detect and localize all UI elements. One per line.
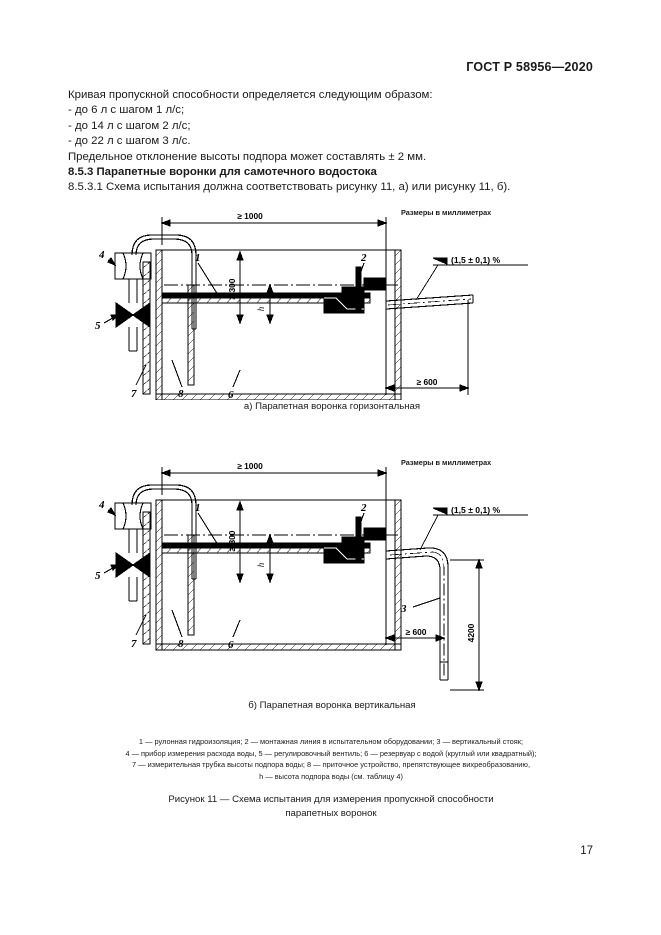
body-line-3: - до 22 л с шагом 3 л/с.: [68, 135, 191, 148]
figure-a-horizontal: Размеры в миллиметрах: [68, 205, 596, 420]
body-line-4: Предельное отклонение высоты подпора мож…: [68, 150, 427, 163]
figure-legend: 1 — рулонная гидроизоляция; 2 — монтажна…: [55, 736, 607, 782]
page-number: 17: [580, 845, 593, 857]
dim-outlet-b: ≥ 600: [406, 627, 427, 637]
callout-5-a: 5: [95, 320, 101, 332]
body-line-2: - до 14 л с шагом 2 л/с;: [68, 119, 191, 132]
callout-6-a: 6: [228, 389, 234, 400]
dim-riser-b: 4200: [466, 623, 476, 642]
section-heading-8-5-3: 8.5.3 Парапетные воронки для самотечного…: [68, 166, 377, 179]
figure-b-caption: б) Парапетная воронка вертикальная: [248, 700, 416, 711]
callout-6-b: 6: [228, 639, 234, 651]
callout-5-b: 5: [95, 570, 101, 582]
figure-title: Рисунок 11 — Схема испытания для измерен…: [55, 793, 607, 820]
body-text-block: Кривая пропускной способности определяет…: [68, 88, 598, 196]
slope-label-a: (1,5 ± 0,1) %: [451, 255, 500, 265]
body-line-1: - до 6 л с шагом 1 л/с;: [68, 104, 185, 117]
slope-label-b: (1,5 ± 0,1) %: [451, 505, 500, 515]
figure-a-drawing: ≥ 1000 ≥ 300 h ≥ 600 (1,5 ± 0,1) % 1 2 4…: [95, 211, 528, 400]
figure-b-vertical: Размеры в миллиметрах: [68, 455, 596, 715]
callout-7-b: 7: [131, 638, 137, 650]
figure-a-units-note: Размеры в миллиметрах: [401, 208, 492, 217]
legend-line-2: 4 — прибор измерения расхода воды, 5 — р…: [125, 748, 537, 758]
callout-8-b: 8: [178, 638, 184, 650]
standard-header: ГОСТ Р 58956—2020: [466, 60, 593, 74]
callout-1-a: 1: [195, 252, 201, 264]
figure-b-units-note: Размеры в миллиметрах: [401, 458, 492, 467]
dim-length-b: ≥ 1000: [237, 461, 263, 471]
callout-2-b: 2: [360, 502, 367, 514]
callout-1-b: 1: [195, 502, 201, 514]
figure-b-drawing: ≥ 1000 ≥ 300 h ≥ 600 4200 (1,5 ± 0,1) % …: [95, 461, 528, 692]
dim-head-b: h: [256, 562, 266, 567]
dim-outlet-a: ≥ 600: [417, 377, 438, 387]
callout-8-a: 8: [178, 388, 184, 400]
body-line-6: 8.5.3.1 Схема испытания должна соответст…: [68, 181, 511, 194]
body-line-0: Кривая пропускной способности определяет…: [68, 89, 433, 101]
dim-height-a: ≥ 300: [227, 278, 237, 299]
figure-a-caption: а) Парапетная воронка горизонтальная: [243, 401, 421, 412]
callout-3-b: 3: [400, 603, 407, 615]
callout-2-a: 2: [360, 252, 367, 264]
dim-length-a: ≥ 1000: [237, 211, 263, 221]
legend-line-4: h — высота подпора воды (см. таблицу 4): [259, 771, 403, 781]
legend-line-1: 1 — рулонная гидроизоляция; 2 — монтажна…: [138, 737, 524, 746]
callout-4-b: 4: [98, 499, 105, 511]
dim-height-b: ≥ 300: [227, 530, 237, 551]
callout-7-a: 7: [131, 388, 137, 400]
figure-title-line-1: Рисунок 11 — Схема испытания для измерен…: [168, 794, 494, 805]
figure-title-line-2: парапетных воронок: [285, 807, 377, 819]
legend-line-3: 7 — измерительная трубка высоты подпора …: [132, 760, 530, 770]
dim-head-a: h: [256, 306, 266, 311]
callout-4-a: 4: [98, 249, 105, 261]
